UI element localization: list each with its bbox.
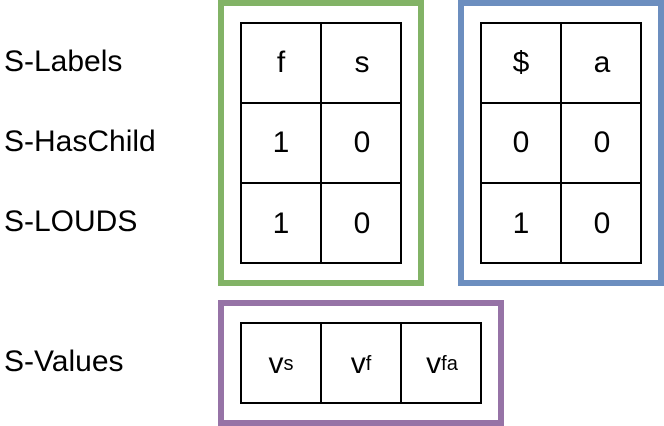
value-2-base: v	[350, 347, 366, 380]
blue-group-frame	[458, 0, 664, 286]
value-2-subscript: f	[365, 353, 372, 375]
blue-louds-cell-1: 1	[482, 184, 562, 264]
s-louds-row-label: S-LOUDS	[4, 205, 138, 238]
blue-louds-cell-2: 0	[593, 207, 611, 240]
green-louds-cell-2: 0	[353, 207, 371, 240]
green-group-frame	[218, 0, 424, 286]
green-group-table: f s 1 0 1 0	[240, 22, 402, 264]
s-values-row-label: S-Values	[4, 345, 124, 378]
purple-values-frame	[218, 300, 504, 426]
green-haschild-cell-1: 1	[242, 104, 322, 184]
green-louds-cell-1: 1	[242, 184, 322, 264]
blue-group-table: $ a 0 0 1 0	[480, 22, 642, 264]
value-1-base: v	[268, 347, 284, 380]
value-1-subscript: s	[283, 353, 294, 375]
green-labels-cell-1: f	[242, 24, 322, 104]
blue-haschild-cell-1: 0	[482, 104, 562, 184]
green-haschild-cell-2: 0	[322, 104, 402, 184]
value-3-base: v	[426, 347, 442, 380]
s-haschild-row-label: S-HasChild	[4, 125, 156, 158]
s-labels-row-label: S-Labels	[4, 45, 123, 78]
blue-haschild-cell-2: 0	[562, 104, 642, 184]
blue-labels-cell-2: a	[562, 24, 642, 104]
green-labels-cell-2: s	[322, 24, 402, 104]
value-3-subscript: fa	[441, 353, 458, 375]
blue-labels-cell-1: $	[482, 24, 562, 104]
